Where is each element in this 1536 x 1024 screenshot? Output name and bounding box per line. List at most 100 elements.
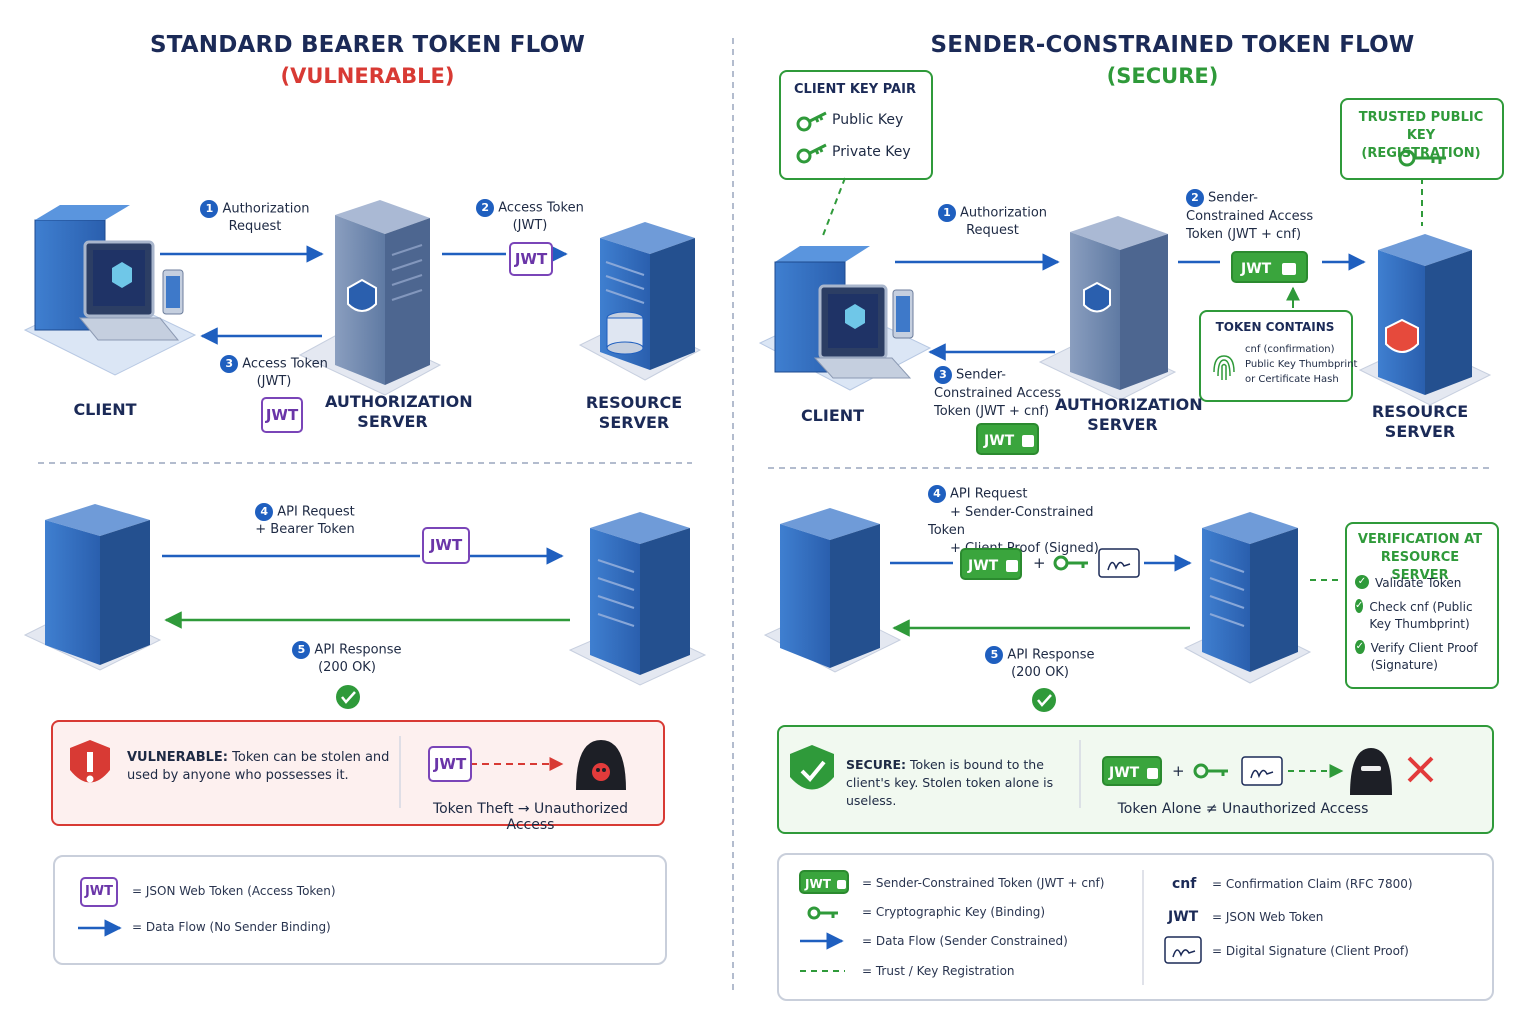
check-icon: ✓ xyxy=(1355,575,1369,589)
legend-green-jwt: JWT xyxy=(799,870,849,894)
resource-server-left-bottom-icon xyxy=(568,512,707,686)
left-client-label: CLIENT xyxy=(73,400,137,419)
private-key-icon xyxy=(796,143,827,164)
right-auth-server-label: AUTHORIZATION SERVER xyxy=(1055,395,1203,434)
left-jwt-token-2: JWT xyxy=(509,242,553,276)
verification-list: ✓Validate Token ✓Check cnf (Public Key T… xyxy=(1355,575,1493,674)
step-badge: 4 xyxy=(255,503,274,521)
token-contains-header: TOKEN CONTAINS xyxy=(1215,320,1335,334)
left-jwt-token-4: JWT xyxy=(422,527,470,564)
resource-server-right-bottom-icon xyxy=(1183,512,1312,684)
left-title: STANDARD BEARER TOKEN FLOW xyxy=(149,32,586,58)
step-badge: 3 xyxy=(934,366,952,384)
legend-key-icon xyxy=(807,906,838,920)
auth-server-left-icon xyxy=(298,200,442,396)
public-key-label: Public Key xyxy=(832,112,904,128)
check-icon: ✓ xyxy=(1355,599,1364,613)
step-badge: 1 xyxy=(937,204,956,222)
resource-server-right-icon xyxy=(1358,234,1492,406)
step-badge: 5 xyxy=(292,641,311,659)
stolen-jwt-token: JWT xyxy=(428,746,472,782)
client-device-icon xyxy=(23,205,197,376)
left-auth-server-label: AUTHORIZATION SERVER xyxy=(325,392,473,431)
legend-cnf-text: = Confirmation Claim (RFC 7800) xyxy=(1212,877,1413,891)
vulnerable-text: VULNERABLE: Token can be stolen and used… xyxy=(127,750,390,783)
legend-flow-text: = Data Flow (No Sender Binding) xyxy=(132,920,331,934)
plus-sign: + xyxy=(1033,554,1046,572)
legend-jwt-key: JWT xyxy=(80,877,118,907)
secure-plus-sign: + xyxy=(1172,762,1185,780)
hacker-icon xyxy=(576,740,626,790)
auth-server-right-icon xyxy=(1038,216,1177,401)
legend-sct-text: = Sender-Constrained Token (JWT + cnf) xyxy=(862,876,1105,890)
left-subtitle: (VULNERABLE) xyxy=(280,64,455,88)
lock-icon xyxy=(1147,767,1159,779)
right-jwt-token-4: JWT xyxy=(960,548,1022,580)
right-subtitle: (SECURE) xyxy=(1106,64,1219,88)
private-key-label: Private Key xyxy=(832,144,911,160)
attacker-icon xyxy=(1350,748,1392,795)
legend-signature-text: = Digital Signature (Client Proof) xyxy=(1212,944,1409,958)
proof-key-icon xyxy=(1053,555,1088,571)
step-badge: 2 xyxy=(476,199,495,217)
keypair-header: CLIENT KEY PAIR xyxy=(794,82,916,97)
verification-item: ✓Check cnf (Public Key Thumbprint) xyxy=(1355,599,1473,631)
secure-shield-icon xyxy=(790,745,834,790)
lock-icon xyxy=(1022,435,1035,447)
client-server-right-bottom-icon xyxy=(763,508,902,673)
check-icon: ✓ xyxy=(1355,640,1365,654)
blocked-x-icon xyxy=(1407,756,1434,783)
lock-icon xyxy=(1006,560,1019,572)
lock-icon xyxy=(1282,263,1297,275)
trusted-key-header: TRUSTED PUBLIC KEY (REGISTRATION) xyxy=(1358,110,1484,161)
legend-trust-text: = Trust / Key Registration xyxy=(862,964,1015,978)
secure-jwt-token: JWT xyxy=(1102,756,1162,786)
verification-item: ✓Verify Client Proof (Signature) xyxy=(1355,640,1478,672)
left-jwt-token-3: JWT xyxy=(261,397,303,433)
token-contains-lines: cnf (confirmation) Public Key Thumbprint… xyxy=(1245,344,1358,385)
legend-jwt-key-right: JWT xyxy=(1168,909,1199,925)
right-resource-server-label: RESOURCE SERVER xyxy=(1371,402,1469,441)
step-badge: 5 xyxy=(985,646,1004,664)
secure-caption: Token Alone ≠ Unauthorized Access xyxy=(1117,801,1369,817)
step-badge: 1 xyxy=(200,200,219,218)
right-client-label: CLIENT xyxy=(800,406,865,425)
lock-icon xyxy=(837,880,847,889)
legend-jwt-text: = JSON Web Token (Access Token) xyxy=(132,884,336,898)
resource-server-left-icon xyxy=(578,222,702,381)
verification-item: ✓Validate Token xyxy=(1355,575,1493,592)
step-badge: 2 xyxy=(1186,189,1204,207)
check-200-right-icon xyxy=(1032,688,1056,712)
right-title: SENDER-CONSTRAINED TOKEN FLOW xyxy=(930,32,1415,58)
step-badge: 4 xyxy=(928,485,946,503)
step-badge: 3 xyxy=(220,355,239,373)
client-device-right-icon xyxy=(758,246,932,391)
right-jwt-token-2: JWT xyxy=(1231,251,1308,283)
legend-signature-icon xyxy=(1164,936,1202,964)
public-key-icon xyxy=(796,111,827,132)
secure-text: SECURE: Token is bound to the client's k… xyxy=(846,757,1054,808)
client-server-left-bottom-icon xyxy=(23,504,162,671)
verification-header: VERIFICATION AT RESOURCE SERVER xyxy=(1357,532,1483,583)
legend-cnf-key: cnf xyxy=(1172,876,1197,892)
check-200-left-icon xyxy=(336,685,360,709)
theft-caption: Token Theft → Unauthorized Access xyxy=(432,801,629,833)
left-resource-server-label: RESOURCE SERVER xyxy=(585,393,683,432)
right-jwt-token-3: JWT xyxy=(976,423,1039,455)
legend-key-text: = Cryptographic Key (Binding) xyxy=(862,905,1046,919)
legend-jwt-text-right: = JSON Web Token xyxy=(1212,910,1324,924)
secure-key-icon xyxy=(1193,763,1228,779)
fingerprint-icon xyxy=(1213,355,1235,380)
trusted-key-icon xyxy=(1398,149,1446,167)
